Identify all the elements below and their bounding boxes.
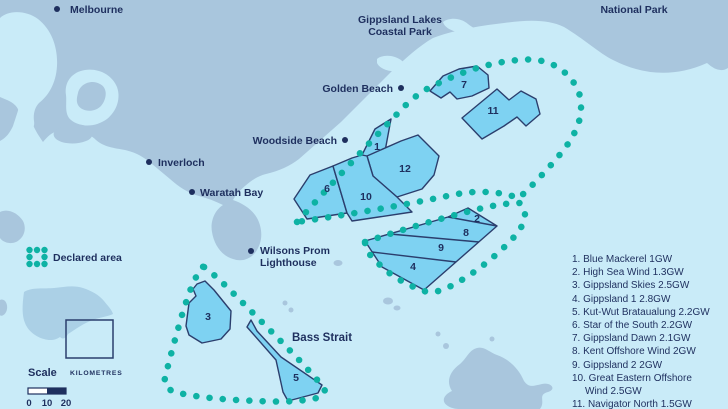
project-list-item-2: 2. High Sea Wind 1.3GW (572, 267, 684, 279)
melbourne-label: Melbourne (70, 4, 123, 16)
scale-label: Scale (28, 367, 57, 379)
border-8-9 (389, 233, 480, 243)
project-list-item-5: 5. Kut-Wut Brataualung 2.2GW (572, 306, 710, 318)
islet-speck-1 (435, 331, 441, 337)
island-left-edge (0, 210, 25, 244)
area-3-polygon (185, 280, 232, 344)
gippsland-lakes-label-line1: Gippsland Lakes (358, 14, 442, 26)
area-number-labels: 1 2 3 4 5 6 7 8 9 10 11 12 (205, 79, 499, 384)
scale-units-label: KILOMETRES (70, 370, 123, 377)
golden-beach-marker (398, 85, 404, 91)
declared-area-boundaries (161, 56, 585, 405)
area-label-2: 2 (474, 213, 480, 225)
woodside-beach-marker (342, 137, 348, 143)
mainland-victoria (0, 0, 728, 261)
french-island (76, 82, 106, 111)
waratah-bay-label: Waratah Bay (200, 187, 263, 199)
inverloch-marker (146, 159, 152, 165)
area-label-1: 1 (374, 141, 380, 153)
border-2-8 (447, 216, 498, 227)
melbourne-marker (54, 6, 60, 12)
gippsland-lakes-label-line2: Coastal Park (368, 26, 432, 38)
islet-near-prom (333, 260, 343, 266)
islet-south-1 (282, 300, 288, 306)
islet-speck-2 (443, 343, 449, 349)
area-label-5: 5 (293, 372, 299, 384)
project-list-item-6: 6. Star of the South 2.2GW (572, 320, 693, 332)
islet-south-2 (288, 307, 294, 313)
area-label-12: 12 (399, 163, 411, 175)
islet-mid-2 (393, 305, 401, 311)
border-9-4 (371, 251, 457, 263)
place-labels: Melbourne Gippsland Lakes Coastal Park N… (70, 4, 668, 344)
bass-strait-label: Bass Strait (292, 332, 352, 344)
waratah-bay-marker (189, 189, 195, 195)
scale-tick-10: 10 (42, 398, 53, 409)
project-list-item-11: 11. Navigator North 1.5GW (572, 399, 692, 409)
project-key-list: 1. Blue Mackerel 1GW 2. High Sea Wind 1.… (572, 253, 713, 409)
gippsland-lakes-lagoon (443, 18, 484, 39)
project-list-item-9: 9. Gippsland 2 2GW (572, 359, 663, 371)
scale-bar-filled-segment (47, 388, 66, 394)
area-label-3: 3 (205, 311, 211, 323)
project-areas-group (185, 65, 541, 402)
inset-victoria-silhouette (22, 286, 113, 341)
area-label-11: 11 (487, 105, 498, 117)
golden-beach-label: Golden Beach (322, 83, 393, 95)
port-phillip-bay (0, 12, 58, 131)
scale-tick-20: 20 (61, 398, 72, 409)
project-list-item-7: 7. Gippsland Dawn 2.1GW (572, 333, 691, 345)
wilsons-prom-label-line1: Wilsons Prom (260, 245, 330, 257)
town-markers (54, 6, 404, 254)
scale-bar: Scale KILOMETRES 0 10 20 (26, 367, 123, 409)
area-label-6: 6 (324, 183, 330, 195)
lake-wellington-lagoon (377, 55, 404, 72)
legend: Declared area (26, 246, 122, 268)
scale-tick-0: 0 (26, 398, 31, 409)
project-list-item-3: 3. Gippsland Skies 2.5GW (572, 280, 690, 292)
islet-mid-1 (383, 297, 393, 305)
area-5-polygon (246, 319, 323, 402)
project-list-item-4: 4. Gippsland 1 2.8GW (572, 293, 671, 305)
project-list-item-8: 8. Kent Offshore Wind 2GW (572, 346, 696, 358)
national-park-label: National Park (600, 4, 667, 16)
area-11-polygon (461, 88, 541, 140)
area-7-polygon (429, 65, 490, 100)
inset-extent-rectangle (65, 319, 114, 359)
area-label-4: 4 (410, 261, 416, 273)
project-list-item-1: 1. Blue Mackerel 1GW (572, 254, 673, 265)
woodside-beach-label: Woodside Beach (253, 135, 337, 147)
declared-area-boundary-main (288, 56, 585, 227)
declared-area-boundary-east (361, 199, 529, 296)
area-label-9: 9 (438, 242, 444, 254)
area-label-10: 10 (360, 191, 372, 203)
inverloch-label: Inverloch (158, 157, 205, 169)
declared-area-dots-icon (26, 246, 48, 268)
wilsons-prom-lighthouse-marker (248, 248, 254, 254)
islet-left-small (0, 299, 8, 316)
project-list-item-10: 10. Great Eastern Offshore Wind 2.5GW (572, 372, 692, 398)
wilsons-prom-label-line2: Lighthouse (260, 257, 317, 269)
inset-locator-map (22, 286, 114, 359)
islet-speck-3 (489, 336, 495, 342)
island-bottom-right (443, 347, 553, 409)
declared-area-legend-label: Declared area (53, 252, 122, 264)
area-label-8: 8 (463, 227, 469, 239)
area-label-7: 7 (461, 79, 467, 91)
phillip-island (53, 124, 93, 144)
